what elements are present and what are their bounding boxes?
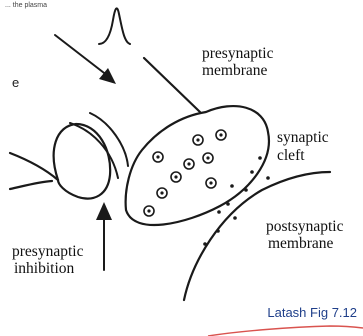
label-line: presynaptic	[12, 243, 84, 260]
top-text-fragment: ... the plasma	[5, 2, 47, 9]
label-line: cleft	[277, 147, 305, 164]
label-presynaptic-inhibition: presynaptic inhibition	[12, 243, 84, 277]
transmitter-dot	[217, 210, 221, 214]
transmitter-dot	[250, 170, 254, 174]
vesicle	[153, 152, 163, 162]
inhibition-arrow	[96, 202, 112, 270]
vesicle	[171, 172, 181, 182]
label-presynaptic-membrane: presynaptic membrane	[202, 45, 274, 79]
figure-caption: Latash Fig 7.12	[267, 305, 357, 320]
incoming-arrow	[55, 35, 116, 84]
vesicle	[216, 130, 226, 140]
transmitter-dot	[266, 176, 270, 180]
label-postsynaptic-membrane: postsynaptic membrane	[266, 218, 344, 252]
label-line: synaptic	[277, 129, 329, 146]
label-line: postsynaptic	[266, 218, 344, 235]
vesicle	[206, 178, 216, 188]
vesicle	[184, 159, 194, 169]
transmitter-dot	[244, 188, 248, 192]
vesicle	[144, 206, 154, 216]
label-line: presynaptic	[202, 45, 274, 62]
vesicle	[203, 153, 213, 163]
vesicle	[157, 188, 167, 198]
side-text-fragment: e	[12, 75, 19, 90]
caption-accent-line	[208, 326, 363, 336]
inhibitory-terminal	[10, 113, 128, 199]
vesicle	[193, 135, 203, 145]
label-line: membrane	[268, 235, 334, 252]
transmitter-dot	[258, 156, 262, 160]
label-line: membrane	[202, 62, 268, 79]
synaptic-vesicles	[144, 130, 226, 216]
transmitter-dot	[230, 184, 234, 188]
label-synaptic-cleft: synaptic cleft	[277, 129, 329, 164]
action-potential-spike	[99, 8, 130, 44]
label-line: inhibition	[14, 260, 75, 277]
transmitter-dot	[226, 202, 230, 206]
transmitter-dot	[233, 216, 237, 220]
